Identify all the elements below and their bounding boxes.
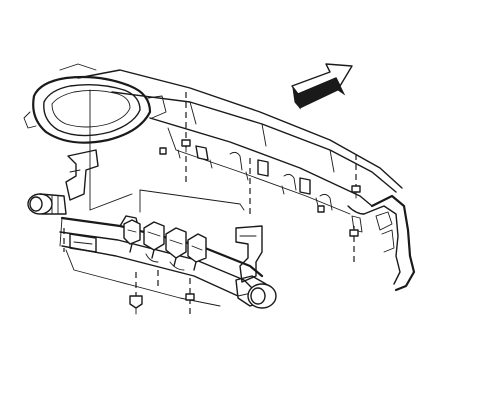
bolt-icon	[317, 205, 325, 213]
fastener-alignment-lines	[63, 92, 357, 318]
fasteners	[129, 139, 361, 315]
mounting-bracket-right	[235, 225, 263, 283]
bumper-fascia	[77, 69, 403, 215]
bolt-icon	[185, 293, 195, 301]
corner-fascia-right	[347, 194, 416, 292]
fog-lamp-right	[235, 275, 277, 309]
leader-lines	[89, 89, 245, 213]
mounting-bracket-left	[65, 149, 99, 201]
bolt-icon	[349, 229, 359, 237]
energy-absorber	[119, 215, 207, 271]
fog-lamp-left	[27, 193, 67, 215]
headlamp-opening-left	[23, 63, 167, 144]
bolt-icon	[159, 147, 167, 155]
bolt-icon	[351, 185, 361, 199]
bolt-icon	[129, 295, 143, 315]
arrow-icon	[291, 63, 353, 110]
bolt-icon	[181, 139, 191, 153]
